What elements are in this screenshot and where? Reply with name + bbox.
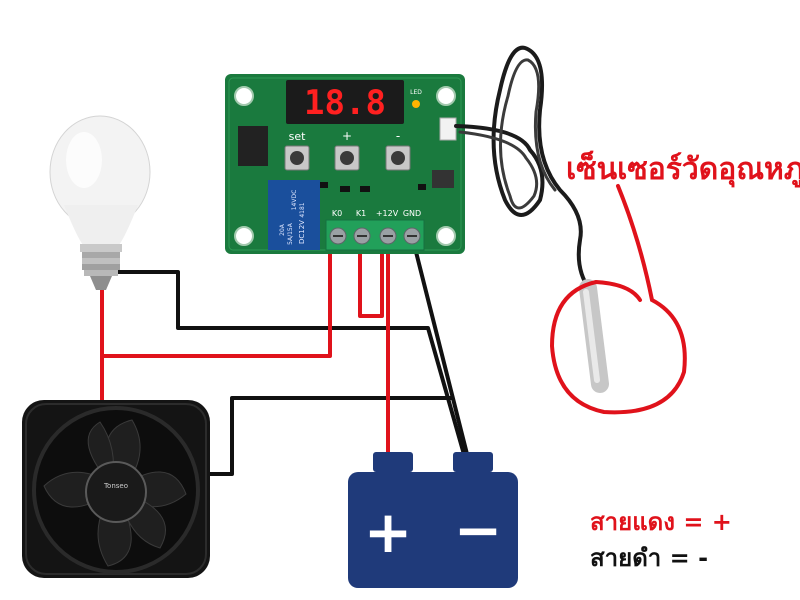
wires	[100, 226, 470, 476]
sensor-label: เซ็นเซอร์วัดอุณหภูมิ	[566, 152, 800, 187]
highlight-circle	[549, 184, 687, 415]
led-label: LED	[410, 89, 422, 96]
seven-segment-display	[286, 80, 404, 124]
battery: + −	[348, 452, 518, 588]
battery-minus-symbol: −	[454, 496, 503, 564]
set-button	[284, 145, 310, 171]
screw-terminals	[325, 219, 425, 251]
plus-label: +	[342, 129, 352, 143]
microcontroller-chip	[238, 126, 268, 166]
status-led	[412, 100, 420, 108]
svg-text:5A/15A: 5A/15A	[287, 222, 294, 245]
minus-button	[385, 145, 411, 171]
fan-brand: Tonseo	[103, 482, 128, 490]
relay: 14VDC 4181 20A 5A/15A DC12V	[268, 180, 320, 250]
black-wire-gnd	[410, 234, 470, 460]
red-wire-k1-loop	[358, 236, 384, 318]
plus-button	[334, 145, 360, 171]
black-wire-fan	[206, 396, 454, 476]
cooling-fan: Tonseo	[22, 400, 210, 578]
fan-hub	[85, 461, 147, 523]
temperature-sensor	[454, 45, 687, 415]
terminal-gnd-label: GND	[403, 209, 421, 218]
minus-label: -	[396, 129, 400, 143]
svg-text:4181: 4181	[299, 202, 306, 217]
svg-text:14VDC: 14VDC	[291, 190, 298, 211]
probe-tip	[579, 279, 609, 393]
terminal-k0-label: K0	[332, 209, 342, 218]
svg-text:DC12V: DC12V	[298, 220, 306, 244]
terminal-k1-label: K1	[356, 209, 366, 218]
set-label: set	[289, 130, 306, 143]
light-bulb	[49, 115, 151, 290]
display-digits: 18.8	[304, 83, 386, 123]
battery-plus-symbol: +	[364, 498, 413, 566]
legend-red-wire: สายแดง = +	[590, 508, 732, 536]
thermostat-module: 18.8 LED set + - 14VDC	[225, 74, 465, 254]
legend-black-wire: สายดำ = -	[590, 544, 709, 572]
black-wire-bulb	[100, 270, 467, 460]
sensor-connector	[439, 117, 457, 141]
terminal-12v-label: +12V	[376, 209, 399, 218]
svg-text:20A: 20A	[279, 223, 286, 236]
